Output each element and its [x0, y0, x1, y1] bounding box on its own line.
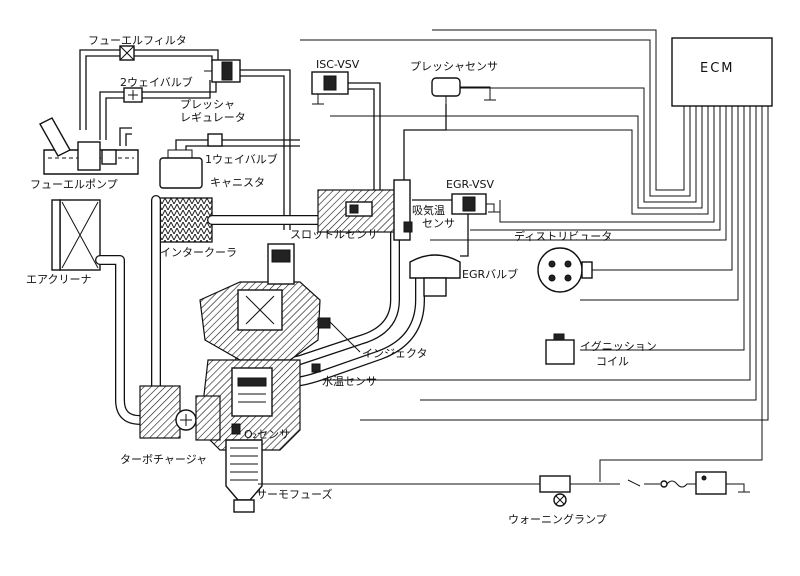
turbocharger: ターボチャージャ	[120, 385, 221, 466]
egr-vsv: EGR-VSV	[412, 178, 500, 257]
throttle-body: スロットルセンサ	[290, 179, 411, 241]
pressure-sensor-label: プレッシャセンサ	[410, 60, 498, 73]
throttle-sensor-label: スロットルセンサ	[290, 228, 378, 241]
pressure-regulator: プレッシャ レギュレータ	[180, 59, 246, 124]
ignition-coil-label-1: イグニッション	[580, 339, 657, 353]
isc-vsv: ISC-VSV	[311, 58, 381, 190]
warning-lamp-circuit: ウォーニングランプ	[508, 471, 750, 526]
two-way-valve: 2ウェイバルブ	[120, 75, 193, 103]
ecm-harness	[300, 29, 769, 482]
isc-vsv-label: ISC-VSV	[316, 58, 360, 71]
fuel-filter: フューエルフィルタ	[88, 34, 187, 61]
egr-valve-label: EGRバルブ	[462, 267, 518, 281]
injector	[317, 317, 331, 329]
canister: 1ウェイバルブ キャニスタ	[159, 133, 300, 189]
water-temp-sensor: 水温センサ	[311, 363, 377, 388]
egr-vsv-label: EGR-VSV	[446, 178, 495, 191]
fuel-pump-label: フューエルポンプ	[30, 178, 118, 191]
one-way-valve-label: 1ウェイバルブ	[205, 152, 278, 166]
thermo-fuse: サーモフューズ	[256, 483, 540, 501]
o2-sensor-label: O₂センサ	[244, 428, 290, 441]
thermo-fuse-label: サーモフューズ	[256, 487, 332, 501]
fuel-tank: フューエルポンプ	[30, 117, 139, 191]
intercooler-label: インタークーラ	[160, 246, 237, 259]
turbocharger-label: ターボチャージャ	[120, 453, 207, 466]
pressure-regulator-label-1: プレッシャ	[180, 98, 235, 111]
fuel-filter-label: フューエルフィルタ	[88, 34, 187, 47]
air-cleaner-label: エアクリーナ	[26, 273, 91, 286]
ecm-box	[671, 37, 773, 107]
canister-label: キャニスタ	[210, 176, 265, 189]
distributor-label: ディストリビュータ	[514, 229, 612, 243]
o2-sensor: O₂センサ	[231, 423, 290, 441]
warning-lamp-label: ウォーニングランプ	[508, 512, 607, 526]
injector-label: インジェクタ	[362, 347, 428, 360]
egr-valve: EGRバルブ	[409, 254, 518, 297]
engine-block: インジェクタ	[199, 243, 428, 451]
fuel-lines	[79, 49, 291, 230]
two-way-valve-label: 2ウェイバルブ	[120, 75, 193, 89]
ignition-coil: イグニッション コイル	[545, 333, 657, 368]
water-temp-sensor-label: 水温センサ	[322, 375, 377, 388]
ignition-coil-label-2: コイル	[596, 355, 629, 368]
ecm-unit: ECM	[300, 29, 773, 482]
intake-temp-sensor-label-2: センサ	[422, 217, 455, 230]
exhaust-catalyst	[225, 439, 263, 513]
pressure-regulator-label-2: レギュレータ	[180, 111, 246, 124]
intercooler: インタークーラ	[155, 197, 237, 259]
intake-temp-sensor: 吸気温 センサ	[403, 203, 455, 233]
air-cleaner: エアクリーナ	[26, 199, 101, 286]
pressure-sensor: プレッシャセンサ	[403, 60, 498, 180]
fuel-pump	[77, 141, 101, 171]
distributor: ディストリビュータ	[514, 229, 612, 293]
intake-temp-sensor-label-1: 吸気温	[412, 203, 445, 217]
ecm-label: ECM	[700, 61, 735, 76]
